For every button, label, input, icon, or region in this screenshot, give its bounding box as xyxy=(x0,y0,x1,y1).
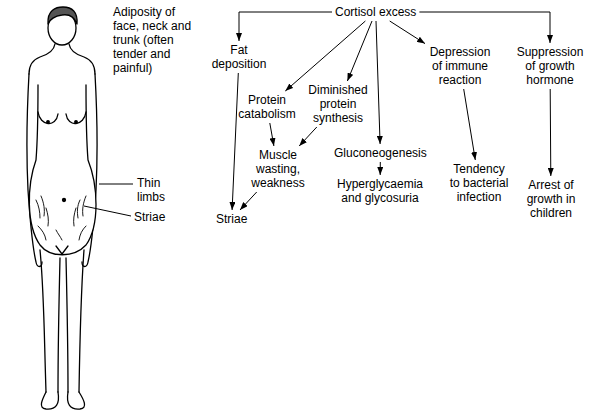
right-breast xyxy=(66,112,86,124)
text-node: Hyperglycaemia and glycosuria xyxy=(330,177,430,205)
figure-label: Thin limbs xyxy=(137,176,177,204)
arrow-connector xyxy=(376,21,380,144)
stria xyxy=(74,208,76,226)
text-node: Arrest of growth in children xyxy=(518,178,584,220)
arrow-connector xyxy=(270,123,274,146)
left-breast xyxy=(38,112,58,124)
arrow-connector xyxy=(419,12,550,43)
node-text: Cortisol excess xyxy=(335,5,416,19)
text-node: Muscle wasting, weakness xyxy=(247,148,309,190)
arrow-connector xyxy=(285,21,365,91)
node-text: Diminished protein synthesis xyxy=(305,83,371,125)
arrow-connector xyxy=(240,192,257,210)
text-node: Suppression of growth hormone xyxy=(514,45,586,87)
stria xyxy=(41,196,44,216)
text-node: Diminished protein synthesis xyxy=(305,83,371,125)
arrow-connector xyxy=(232,73,238,210)
left-foot xyxy=(41,392,58,409)
leader-line xyxy=(84,206,131,216)
node-text: Fat deposition xyxy=(208,43,270,71)
stria xyxy=(77,200,80,218)
text-node: Fat deposition xyxy=(208,43,270,71)
pubic-area xyxy=(56,246,68,254)
arrow-connector xyxy=(390,21,425,44)
stria xyxy=(56,230,62,240)
left-shoulder xyxy=(29,44,55,74)
leader-lines xyxy=(84,184,133,216)
text-node: Protein catabolism xyxy=(234,93,300,121)
stria xyxy=(46,208,48,226)
hair xyxy=(48,7,77,24)
right-foot xyxy=(68,392,85,409)
right-shoulder xyxy=(69,44,95,74)
stria xyxy=(79,226,86,240)
arrow-connector xyxy=(347,21,372,81)
arrow-connector xyxy=(550,89,552,176)
text-node: Gluconeogenesis xyxy=(334,146,427,160)
right-leg xyxy=(66,250,84,392)
arrow-connector xyxy=(239,12,332,41)
stria xyxy=(38,226,46,240)
node-text: Muscle wasting, weakness xyxy=(247,148,309,190)
nipple xyxy=(47,121,50,124)
left-leg xyxy=(40,250,60,392)
stria xyxy=(36,200,40,218)
node-text: Protein catabolism xyxy=(234,93,300,121)
node-text: Depression of immune reaction xyxy=(427,45,493,87)
text-node: Striae xyxy=(216,212,247,226)
navel xyxy=(63,199,66,202)
node-text: Arrest of growth in children xyxy=(518,178,584,220)
text-node: Cortisol excess xyxy=(335,5,416,19)
leader-line xyxy=(99,184,133,185)
arrow-connector xyxy=(380,162,381,175)
arrow-connector xyxy=(299,127,317,146)
striae-marks xyxy=(36,196,86,240)
figure-label: Adiposity of face, neck and trunk (often… xyxy=(113,5,197,75)
node-text: Hyperglycaemia and glycosuria xyxy=(330,177,430,205)
node-text: Striae xyxy=(216,212,247,226)
body-outline xyxy=(27,7,97,409)
arrow-connector xyxy=(464,89,476,160)
figure-label: Striae xyxy=(134,210,165,224)
text-node: Depression of immune reaction xyxy=(427,45,493,87)
nipple xyxy=(75,121,78,124)
trunk xyxy=(29,85,96,255)
node-text: Gluconeogenesis xyxy=(334,146,427,160)
node-text: Suppression of growth hormone xyxy=(514,45,586,87)
text-node: Tendency to bacterial infection xyxy=(448,162,510,204)
node-text: Tendency to bacterial infection xyxy=(448,162,510,204)
